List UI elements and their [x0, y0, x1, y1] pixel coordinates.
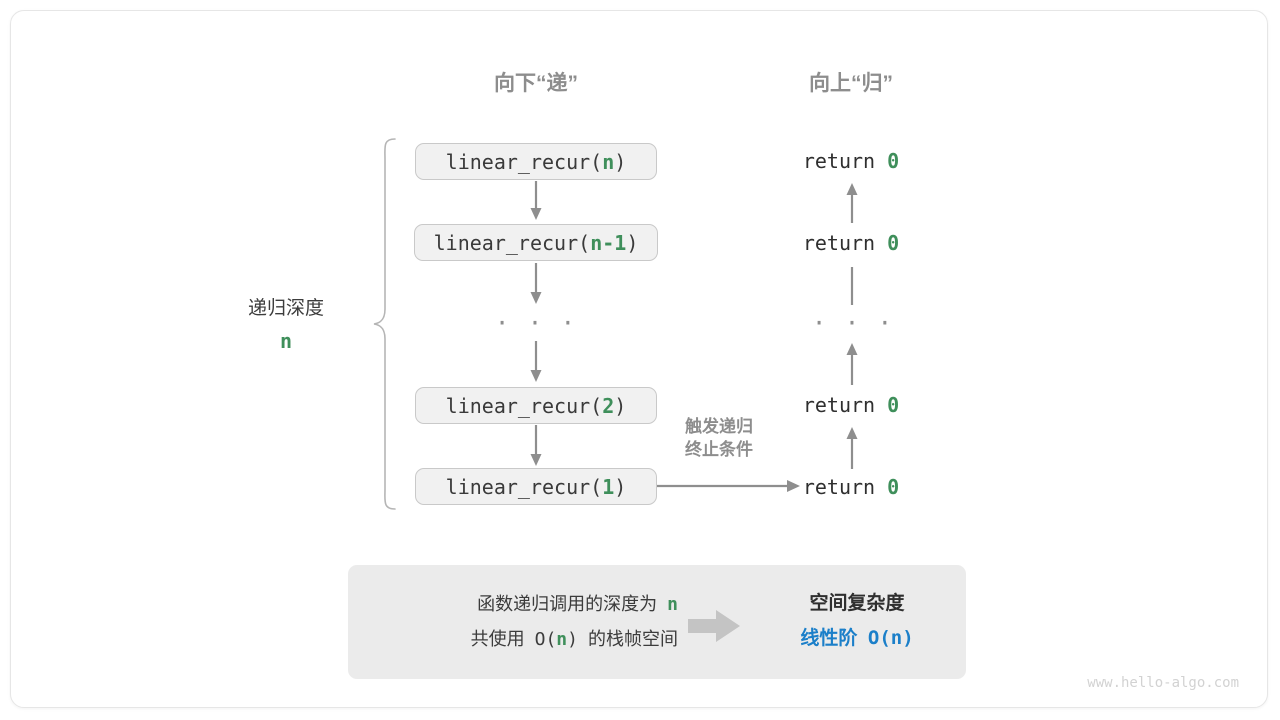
summary-result-order: 线性阶: [800, 628, 858, 649]
return-keyword-2: return: [802, 231, 876, 255]
return-value-top: return 0: [751, 149, 951, 173]
arrow-down-3-icon: [530, 341, 542, 382]
arrow-down-2-icon: [530, 263, 542, 304]
arrow-up-4-icon: [846, 427, 858, 469]
return-value-2: 0: [887, 231, 900, 255]
summary-description-line1: 函数递归调用的深度为 n: [348, 587, 678, 622]
summary-result-bigo: O(n): [867, 627, 914, 649]
return-keyword-3: return: [802, 393, 876, 417]
call-box-1-prefix: linear_recur(: [445, 475, 603, 499]
summary-description-line2: 共使用 O(n) 的栈帧空间: [348, 622, 678, 657]
return-value-1: 0: [887, 149, 900, 173]
summary-line2-tail: 的栈帧空间: [588, 629, 678, 649]
arrow-right-block-icon: [688, 610, 740, 642]
return-value-second: return 0: [751, 231, 951, 255]
summary-result: 空间复杂度 线性阶 O(n): [748, 587, 966, 656]
summary-line1-var: n: [667, 594, 678, 615]
call-box-n: linear_recur(n): [415, 143, 657, 180]
call-box-n-suffix: ): [614, 150, 627, 174]
call-box-2-prefix: linear_recur(: [445, 394, 603, 418]
base-case-note-line2: 终止条件: [685, 439, 753, 459]
watermark: www.hello-algo.com: [1087, 675, 1239, 691]
call-box-n-prefix: linear_recur(: [445, 150, 603, 174]
summary-description: 函数递归调用的深度为 n 共使用 O(n) 的栈帧空间: [348, 587, 678, 657]
return-value-4: 0: [887, 475, 900, 499]
call-box-n-minus-1-arg: n-1: [590, 231, 627, 255]
call-box-2: linear_recur(2): [415, 387, 657, 424]
summary-line1-text: 函数递归调用的深度为: [477, 594, 658, 614]
complexity-summary-panel: 函数递归调用的深度为 n 共使用 O(n) 的栈帧空间 空间复杂度 线性阶 O(…: [348, 565, 966, 679]
call-box-n-arg: n: [602, 150, 615, 174]
depth-brace-icon: [373, 138, 396, 510]
recursion-depth-text: 递归深度: [247, 298, 324, 319]
base-case-note-line1: 触发递归: [685, 417, 753, 436]
call-box-1-suffix: ): [614, 475, 627, 499]
column-header-ascend: 向上“归”: [809, 72, 893, 95]
return-value-third: return 0: [751, 393, 951, 417]
call-box-n-minus-1-suffix: ): [626, 231, 639, 255]
call-box-1: linear_recur(1): [415, 468, 657, 505]
return-keyword-4: return: [802, 475, 876, 499]
arrow-down-4-icon: [530, 425, 542, 466]
call-box-n-minus-1-prefix: linear_recur(: [433, 231, 591, 255]
return-column-ellipsis: · · ·: [811, 309, 895, 337]
summary-line2-text: 共使用: [470, 629, 525, 649]
summary-line2-bigo-open: O(: [534, 629, 557, 650]
arrow-right-base-case-icon: [657, 480, 800, 492]
summary-line2-bigo-close: ): [567, 629, 578, 650]
summary-result-title: 空间复杂度: [809, 593, 905, 614]
call-box-2-suffix: ): [614, 394, 627, 418]
call-box-1-arg: 1: [602, 475, 615, 499]
base-case-note: 触发递归 终止条件: [649, 416, 789, 462]
summary-line2-var: n: [556, 629, 568, 650]
summary-result-value: 线性阶 O(n): [748, 621, 966, 656]
arrow-down-1-icon: [530, 181, 542, 220]
column-header-descend: 向下“递”: [494, 72, 578, 95]
call-box-2-arg: 2: [602, 394, 615, 418]
recursion-depth-label: 递归深度 n: [236, 293, 336, 353]
call-box-n-minus-1: linear_recur(n-1): [414, 224, 658, 261]
return-value-3: 0: [887, 393, 900, 417]
arrow-up-1-icon: [846, 183, 858, 223]
recursion-depth-value: n: [279, 329, 293, 353]
return-value-base: return 0: [751, 475, 951, 499]
arrow-up-2-icon: [850, 267, 854, 305]
call-column-ellipsis: · · ·: [494, 309, 578, 337]
diagram-card: 向下“递” 向上“归” 递归深度 n linear_recur(n) linea…: [10, 10, 1268, 708]
return-keyword-1: return: [802, 149, 876, 173]
arrow-up-3-icon: [846, 343, 858, 385]
